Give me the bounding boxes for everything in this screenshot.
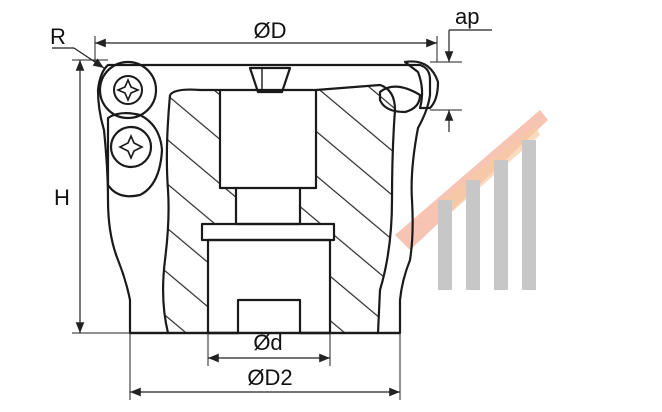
- insert-wedge: [248, 66, 292, 94]
- dimension-D: ØD: [94, 18, 438, 62]
- drive-slot: [206, 238, 332, 335]
- label-d: Ød: [253, 330, 282, 355]
- label-D2: ØD2: [247, 365, 292, 390]
- right-insert: [403, 60, 440, 110]
- label-D: ØD: [254, 18, 287, 43]
- label-ap: ap: [455, 4, 479, 29]
- torx-screw-icon: [109, 125, 153, 169]
- dimension-H: H: [54, 59, 130, 334]
- cutter-body: [96, 63, 432, 335]
- arbor-key: [218, 88, 318, 190]
- hatched-section: [163, 89, 236, 333]
- dimension-ap: ap: [430, 4, 492, 132]
- arbor-shoulder: [200, 222, 336, 242]
- label-R: R: [50, 24, 66, 49]
- round-insert-icon: [98, 60, 158, 120]
- watermark-logo: [395, 110, 548, 290]
- dimension-R: R: [50, 24, 105, 69]
- dimension-D2: ØD2: [129, 333, 401, 400]
- dimension-d: Ød: [207, 330, 331, 366]
- label-H: H: [54, 185, 70, 210]
